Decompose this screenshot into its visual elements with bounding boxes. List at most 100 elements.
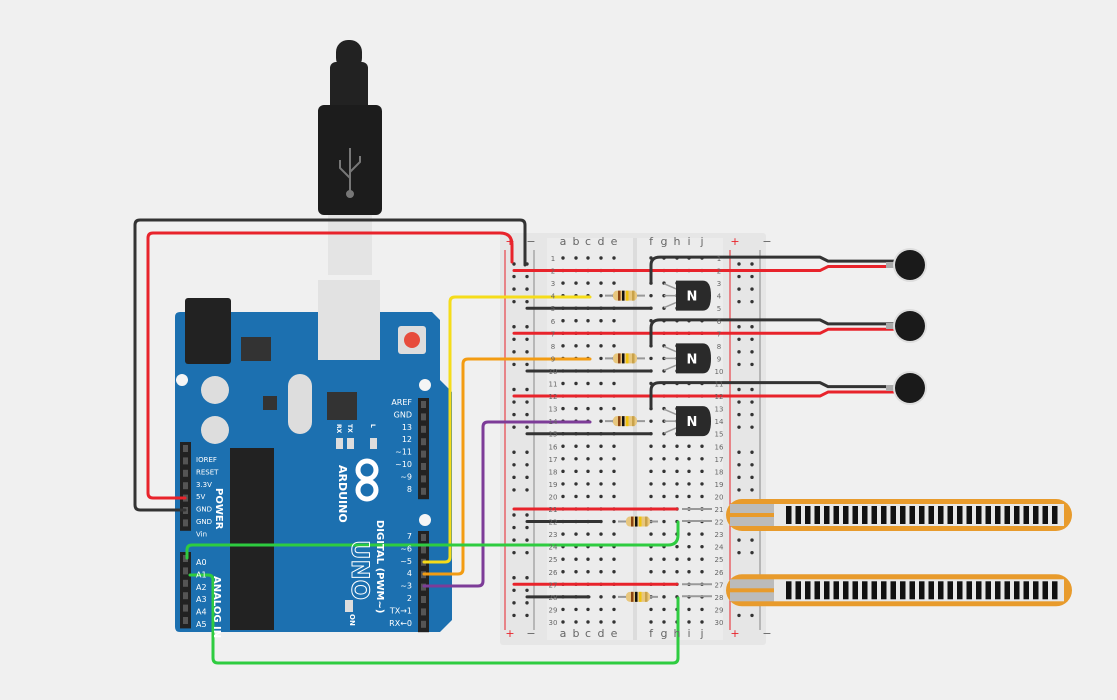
header-pin[interactable] bbox=[183, 579, 188, 587]
breadboard-hole[interactable] bbox=[649, 532, 653, 536]
breadboard-hole[interactable] bbox=[612, 344, 616, 348]
rail-hole[interactable] bbox=[750, 550, 754, 555]
breadboard-hole[interactable] bbox=[662, 494, 666, 499]
breadboard-hole[interactable] bbox=[687, 494, 691, 499]
rail-hole[interactable] bbox=[737, 550, 741, 555]
breadboard-hole[interactable] bbox=[687, 607, 691, 612]
breadboard-hole[interactable] bbox=[574, 381, 578, 386]
breadboard-hole[interactable] bbox=[561, 406, 565, 411]
rail-hole[interactable] bbox=[737, 475, 741, 480]
breadboard-hole[interactable] bbox=[599, 469, 603, 474]
rail-hole[interactable] bbox=[512, 463, 516, 467]
breadboard-hole[interactable] bbox=[700, 570, 704, 574]
breadboard-hole[interactable] bbox=[561, 607, 565, 612]
rail-hole[interactable] bbox=[737, 463, 741, 467]
breadboard-hole[interactable] bbox=[599, 620, 603, 624]
rail-hole[interactable] bbox=[512, 425, 516, 429]
rail-hole[interactable] bbox=[512, 412, 516, 417]
breadboard-hole[interactable] bbox=[649, 620, 653, 624]
wire-pin5[interactable] bbox=[422, 295, 592, 564]
breadboard-hole[interactable] bbox=[599, 444, 603, 448]
breadboard-hole[interactable] bbox=[561, 281, 565, 285]
header-pin[interactable] bbox=[183, 617, 188, 624]
breadboard-hole[interactable] bbox=[599, 532, 603, 536]
rail-hole[interactable] bbox=[750, 337, 754, 341]
wire-motor-ground[interactable] bbox=[649, 318, 897, 348]
breadboard-hole[interactable] bbox=[599, 570, 603, 574]
rail-hole[interactable] bbox=[525, 450, 529, 454]
rail-hole[interactable] bbox=[512, 601, 516, 605]
breadboard-hole[interactable] bbox=[649, 494, 653, 499]
breadboard-hole[interactable] bbox=[599, 482, 603, 486]
wire-pin3[interactable] bbox=[422, 420, 592, 588]
breadboard-hole[interactable] bbox=[649, 469, 653, 474]
breadboard-hole[interactable] bbox=[662, 444, 666, 448]
breadboard-hole[interactable] bbox=[687, 444, 691, 448]
breadboard-hole[interactable] bbox=[700, 607, 704, 612]
header-pin[interactable] bbox=[183, 592, 188, 600]
header-pin[interactable] bbox=[183, 445, 188, 452]
breadboard-hole[interactable] bbox=[586, 406, 590, 411]
breadboard-hole[interactable] bbox=[687, 557, 691, 561]
rail-hole[interactable] bbox=[512, 274, 516, 279]
breadboard-hole[interactable] bbox=[599, 256, 603, 260]
wire-motor-power[interactable] bbox=[512, 390, 897, 398]
rail-hole[interactable] bbox=[750, 412, 754, 417]
breadboard-hole[interactable] bbox=[675, 482, 679, 486]
header-pin[interactable] bbox=[421, 596, 426, 603]
breadboard-hole[interactable] bbox=[586, 570, 590, 574]
rail-hole[interactable] bbox=[512, 337, 516, 341]
header-pin[interactable] bbox=[421, 413, 426, 421]
rail-hole[interactable] bbox=[525, 387, 529, 392]
breadboard-hole[interactable] bbox=[612, 532, 616, 536]
breadboard-hole[interactable] bbox=[700, 557, 704, 561]
rail-hole[interactable] bbox=[737, 425, 741, 429]
breadboard-hole[interactable] bbox=[700, 620, 704, 624]
breadboard-hole[interactable] bbox=[612, 319, 616, 323]
breadboard-hole[interactable] bbox=[612, 494, 616, 499]
resistor[interactable] bbox=[618, 591, 658, 602]
breadboard-hole[interactable] bbox=[662, 519, 666, 524]
usb-cable[interactable] bbox=[318, 40, 382, 275]
breadboard-hole[interactable] bbox=[599, 607, 603, 612]
breadboard-hole[interactable] bbox=[599, 595, 603, 599]
rail-hole[interactable] bbox=[525, 463, 529, 467]
rail-hole[interactable] bbox=[512, 550, 516, 555]
header-pin[interactable] bbox=[421, 546, 426, 554]
vibration-motor[interactable] bbox=[886, 371, 927, 405]
wire-motor-power[interactable] bbox=[512, 327, 897, 335]
rail-hole[interactable] bbox=[737, 274, 741, 279]
breadboard-hole[interactable] bbox=[599, 419, 603, 423]
breadboard-hole[interactable] bbox=[574, 557, 578, 561]
wire-5v[interactable] bbox=[146, 231, 514, 500]
rail-hole[interactable] bbox=[737, 337, 741, 341]
rail-hole[interactable] bbox=[750, 262, 754, 266]
breadboard-hole[interactable] bbox=[599, 494, 603, 499]
breadboard-hole[interactable] bbox=[599, 293, 603, 298]
rail-hole[interactable] bbox=[525, 576, 529, 580]
rail-hole[interactable] bbox=[750, 400, 754, 404]
breadboard-hole[interactable] bbox=[574, 457, 578, 461]
rail-hole[interactable] bbox=[525, 488, 529, 492]
rail-hole[interactable] bbox=[750, 613, 754, 618]
breadboard-hole[interactable] bbox=[561, 444, 565, 448]
breadboard-hole[interactable] bbox=[612, 469, 616, 474]
header-pin[interactable] bbox=[183, 457, 188, 465]
rail-hole[interactable] bbox=[512, 287, 516, 291]
breadboard-hole[interactable] bbox=[612, 519, 616, 524]
breadboard-hole[interactable] bbox=[574, 482, 578, 486]
rail-hole[interactable] bbox=[525, 400, 529, 404]
rail-hole[interactable] bbox=[750, 488, 754, 492]
resistor[interactable] bbox=[605, 290, 645, 301]
rail-hole[interactable] bbox=[737, 325, 741, 329]
rail-hole[interactable] bbox=[750, 274, 754, 279]
breadboard-hole[interactable] bbox=[561, 381, 565, 386]
rail-hole[interactable] bbox=[750, 387, 754, 392]
breadboard-hole[interactable] bbox=[662, 620, 666, 624]
header-pin[interactable] bbox=[183, 567, 188, 575]
breadboard-hole[interactable] bbox=[649, 482, 653, 486]
breadboard-hole[interactable] bbox=[574, 494, 578, 499]
breadboard-hole[interactable] bbox=[675, 570, 679, 574]
rail-hole[interactable] bbox=[525, 337, 529, 341]
